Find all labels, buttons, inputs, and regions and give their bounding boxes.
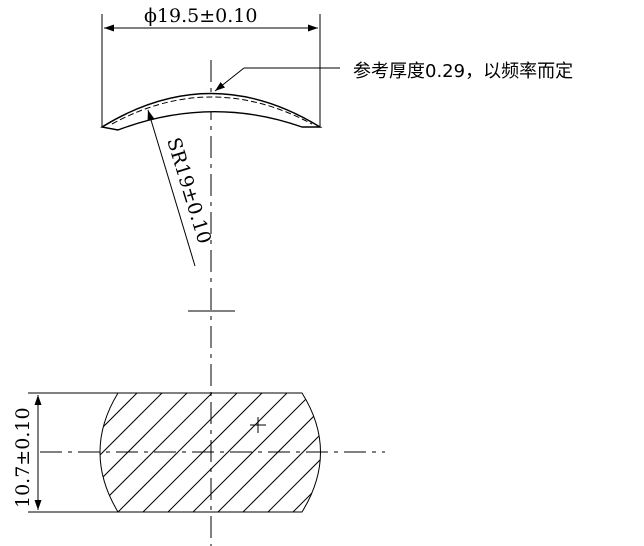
dome-cap: [100, 92, 323, 131]
sphere-radius-label: SR19±0.10: [162, 135, 215, 246]
diameter-dimension: ϕ19.5±0.10: [101, 5, 321, 127]
thickness-note-label: 参考厚度0.29，以频率而定: [353, 61, 573, 82]
height-dimension-label: 10.7±0.10: [12, 407, 34, 508]
height-dimension: 10.7±0.10: [12, 392, 118, 513]
plus-mark: [250, 417, 266, 433]
thickness-note: 参考厚度0.29，以频率而定: [214, 61, 573, 92]
diameter-dimension-label: ϕ19.5±0.10: [144, 5, 257, 27]
sphere-radius-dimension: SR19±0.10: [147, 109, 215, 267]
side-view-body: [99, 392, 321, 513]
hatch-pattern: [100, 393, 321, 512]
